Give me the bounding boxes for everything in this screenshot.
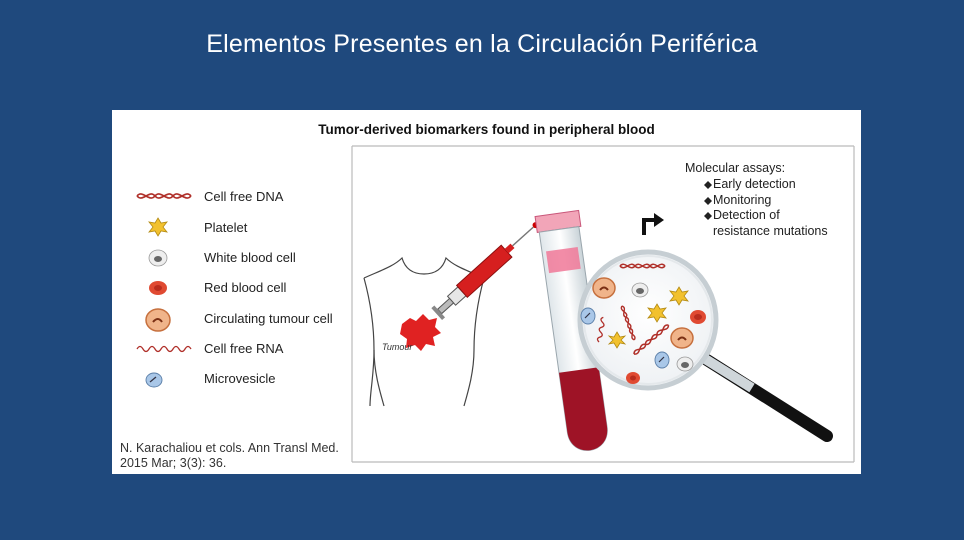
assay-resistance-mutations: resistance mutations: [713, 224, 828, 238]
blood-tube-icon: [534, 209, 608, 451]
assay-detection-of: Detection of: [713, 208, 780, 222]
syringe-icon: [431, 222, 539, 321]
figure-panel: Tumor-derived biomarkers found in periph…: [112, 110, 861, 474]
legend-label-white-blood-cell: White blood cell: [204, 250, 296, 265]
citation-line-2: 2015 Mar; 3(3): 36.: [120, 456, 227, 470]
arrow-icon: [642, 213, 664, 235]
dna-helix-icon: [136, 193, 192, 199]
legend-label-cell-free-dna: Cell free DNA: [204, 189, 284, 204]
platelet-icon: [148, 217, 168, 237]
tumour-icon: [400, 314, 441, 351]
legend-label-circulating-tumour-cell: Circulating tumour cell: [204, 311, 333, 326]
assay-early-detection: Early detection: [713, 177, 796, 191]
microvesicle-icon: [145, 372, 163, 388]
assays-heading: Molecular assays:: [685, 161, 786, 175]
figure-title: Tumor-derived biomarkers found in periph…: [318, 122, 655, 137]
legend-label-microvesicle: Microvesicle: [204, 371, 276, 386]
figure-illustration: [136, 145, 855, 463]
assay-bullets: [704, 181, 712, 220]
slide-title: Elementos Presentes en la Circulación Pe…: [206, 30, 758, 58]
red-blood-cell-icon: [149, 281, 167, 295]
legend-label-platelet: Platelet: [204, 220, 248, 235]
tumour-label: Tumour: [382, 342, 413, 352]
legend-label-red-blood-cell: Red blood cell: [204, 280, 287, 295]
citation-line-1: N. Karachaliou et cols. Ann Transl Med.: [120, 441, 339, 455]
body-outline-icon: [363, 256, 485, 407]
tumour-cell-icon: [145, 308, 171, 332]
rna-strand-icon: [136, 345, 192, 353]
assay-monitoring: Monitoring: [713, 193, 772, 207]
legend-label-cell-free-rna: Cell free RNA: [204, 341, 284, 356]
lens-contents: [580, 263, 706, 384]
white-blood-cell-icon: [148, 249, 168, 267]
